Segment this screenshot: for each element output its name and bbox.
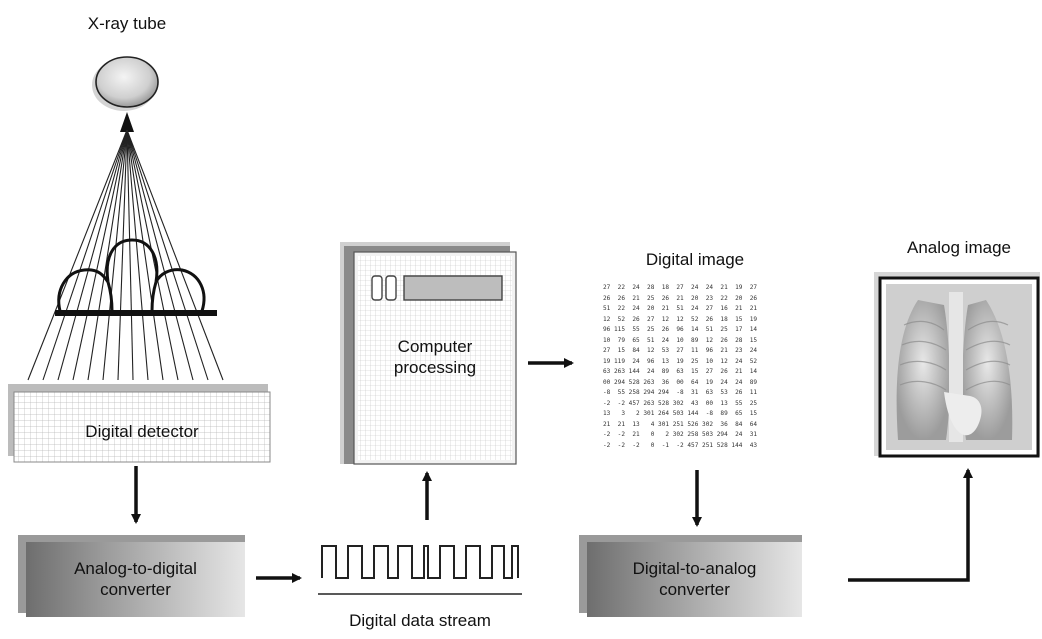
xray-tube-icon: [92, 56, 159, 132]
matrix-row: -2 -2 21 0 2 302 258 503 294 24 31: [603, 431, 758, 438]
adc-label: Analog-to-digital converter: [26, 558, 245, 600]
matrix-row: 00 294 528 263 36 00 64 19 24 24 89: [603, 378, 758, 386]
matrix-row: 27 15 84 12 53 27 11 96 21 23 24: [603, 347, 758, 354]
matrix-row: -8 55 258 294 294 -8 31 63 53 26 11: [603, 389, 758, 396]
matrix-row: 10 79 65 51 24 10 89 12 26 28 15: [603, 336, 758, 344]
digital-image-label: Digital image: [645, 250, 745, 269]
matrix-row: 63 263 144 24 89 63 15 27 26 21 14: [603, 368, 758, 375]
matrix-row: -2 -2 -2 0 -1 -2 457 251 528 144 43: [603, 441, 758, 449]
matrix-row: 13 3 2 301 264 503 144 -8 89 65 15: [603, 410, 758, 417]
computer-label: Computer processing: [358, 336, 512, 378]
chest-xray-image: [874, 272, 1040, 458]
dac-label: Digital-to-analog converter: [587, 558, 802, 600]
patient-body-outline: [57, 238, 206, 312]
xray-beam: [27, 129, 224, 381]
xray-tube-label: X-ray tube: [87, 14, 167, 33]
matrix-row: -2 -2 457 263 528 302 43 00 13 55 25: [603, 399, 758, 407]
digital-detector-label: Digital detector: [85, 422, 199, 441]
matrix-row: 96 115 55 25 26 96 14 51 25 17 14: [603, 326, 758, 333]
arrow-dac-to-analog-image: [848, 468, 973, 582]
adc-label-line1: Analog-to-digital: [74, 559, 197, 578]
patient-table: [55, 310, 217, 316]
computer-icon: [340, 242, 517, 465]
adc-label-line2: converter: [100, 580, 171, 599]
matrix-row: 27 22 24 28 18 27 24 24 21 19 27: [603, 284, 758, 291]
digital-detector: [8, 384, 271, 463]
dac-label-line1: Digital-to-analog: [632, 559, 757, 578]
adc-box: [18, 535, 245, 617]
matrix-row: 12 52 26 27 12 12 52 26 18 15 19: [603, 315, 758, 323]
matrix-row: 26 26 21 25 26 21 20 23 22 20 26: [603, 294, 758, 302]
dac-box: [579, 535, 802, 617]
matrix-row: 51 22 24 20 21 51 24 27 16 21 21: [603, 305, 758, 312]
digital-data-stream-icon: [318, 545, 522, 595]
matrix-row: 21 21 13 4 301 251 526 302 36 84 64: [603, 420, 758, 428]
analog-image-label: Analog image: [907, 238, 1011, 257]
computer-label-line2: processing: [393, 358, 477, 377]
digital-image-matrix: 27 22 24 28 18 27 24 24 21 19 27 26 26 21…: [603, 283, 799, 451]
computer-label-line1: Computer: [397, 337, 473, 356]
matrix-row: 19 119 24 96 13 19 25 10 12 24 52: [603, 357, 758, 365]
data-stream-label: Digital data stream: [349, 611, 491, 630]
dac-label-line2: converter: [659, 580, 730, 599]
